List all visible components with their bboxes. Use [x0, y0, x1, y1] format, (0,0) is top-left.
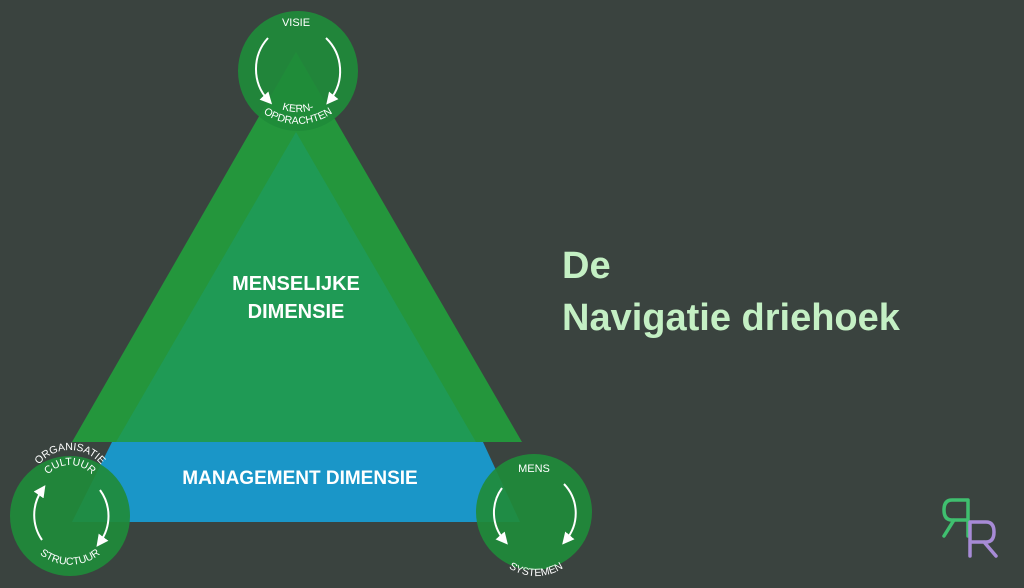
human-dimension-label-line2: DIMENSIE — [248, 301, 345, 323]
top-circle-arrow-left — [255, 37, 273, 105]
title-line2: Navigatie driehoek — [562, 297, 900, 339]
top-circle: VISIE KERN- OPDRACHTEN — [238, 11, 358, 131]
right-circle-label-bottom: SYSTEMEN — [507, 560, 565, 579]
top-circle-label-top: VISIE — [282, 17, 310, 29]
management-dimension-label: MANAGEMENT DIMENSIE — [182, 468, 417, 489]
svg-text:SYSTEMEN: SYSTEMEN — [507, 560, 565, 579]
right-circle-label-top: MENS — [518, 463, 550, 475]
logo-mark — [942, 498, 998, 558]
triangle-inner — [116, 132, 476, 442]
top-circle-arrow-right — [325, 37, 342, 105]
right-circle: MENS SYSTEMEN — [476, 454, 592, 579]
title-line1: De — [562, 245, 611, 287]
human-dimension-label-line1: MENSELIJKE — [232, 273, 360, 295]
right-circle-arrow-right — [562, 483, 577, 545]
right-circle-arrow-left — [492, 487, 508, 545]
rr-logo — [940, 494, 1002, 565]
management-band — [72, 442, 520, 522]
svg-text:KERN-: KERN- — [281, 101, 315, 115]
top-circle-label-bottom-line1: KERN- — [281, 101, 315, 115]
page-title: De Navigatie driehoek — [562, 240, 900, 344]
left-circle-arrow-right — [96, 489, 110, 547]
left-circle-arrow-left — [33, 485, 46, 541]
